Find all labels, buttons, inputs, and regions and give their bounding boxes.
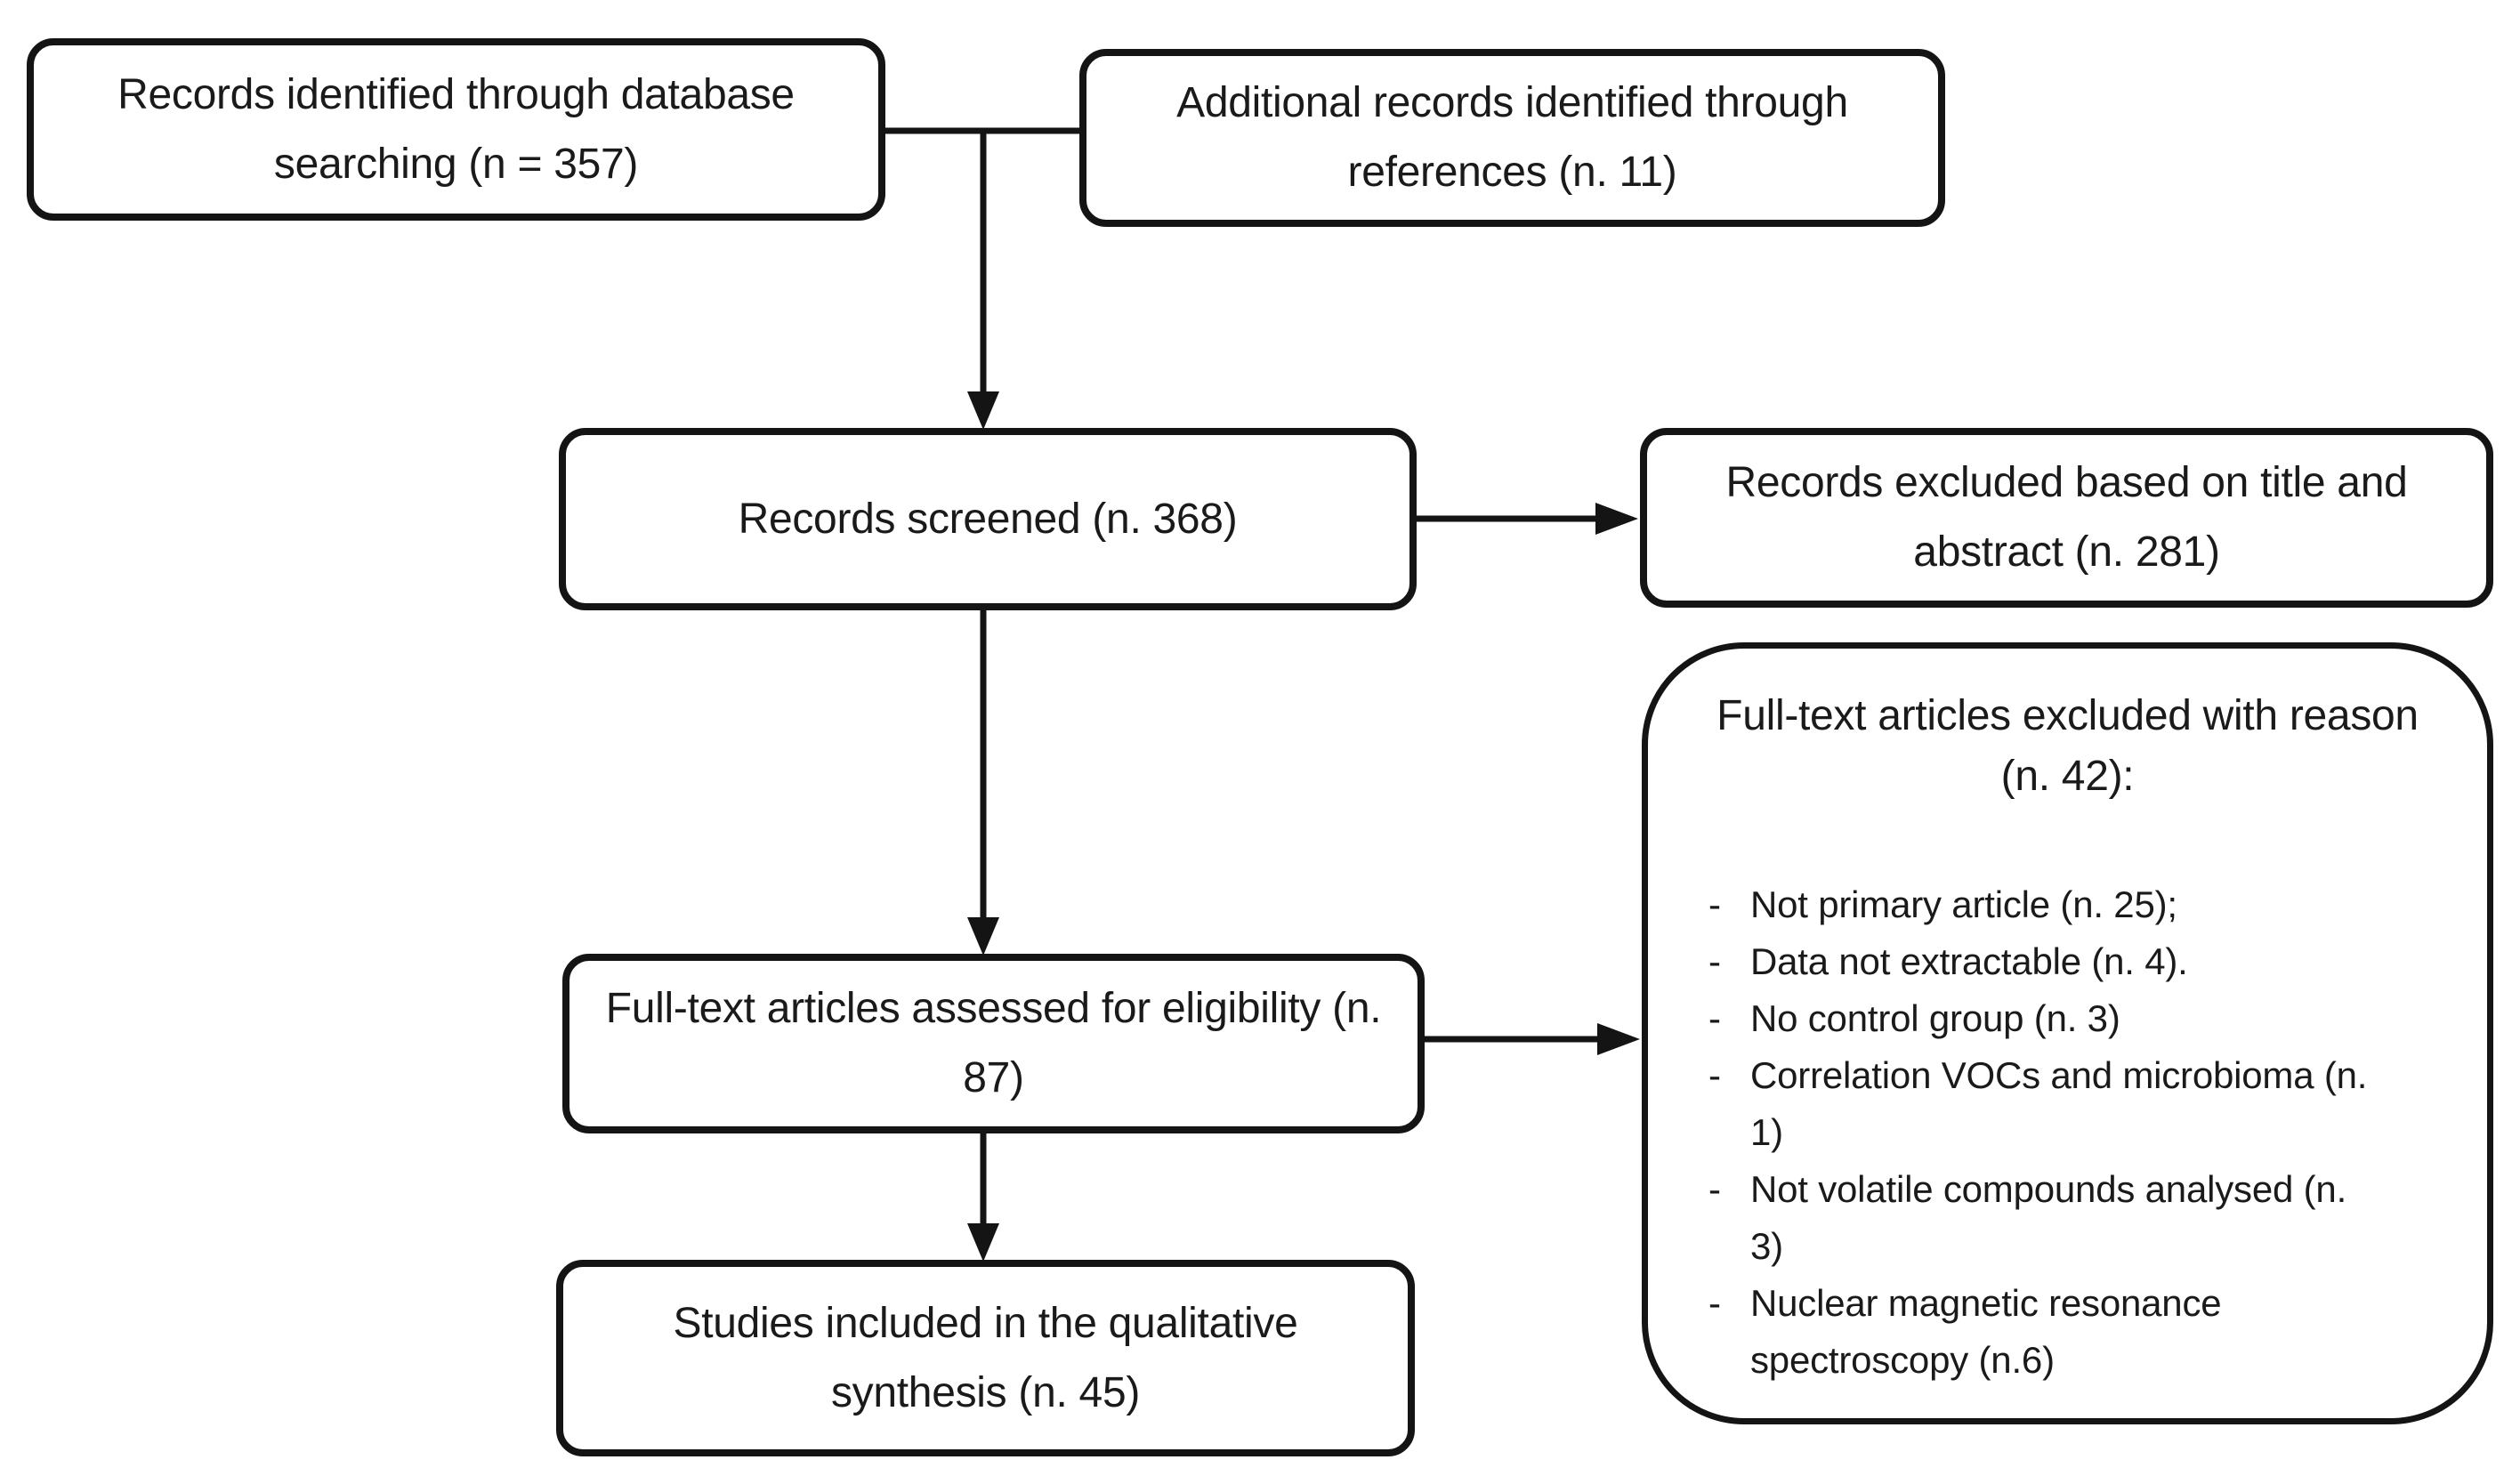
records-screened-label: Records screened (n. 368) — [738, 495, 1238, 543]
records-excluded-label: Records excluded based on title and abst… — [1725, 459, 2408, 576]
fulltext-assessed-label: Full-text articles assessed for eligibil… — [605, 985, 1382, 1101]
exclusion-item: - Not primary article (n. 25); — [1684, 876, 2373, 933]
dash-bullet: - — [1708, 997, 1721, 1039]
exclusion-item: - Correlation VOCs and microbioma (n. 1) — [1684, 1047, 2373, 1161]
exclusion-item-label: Not primary article (n. 25); — [1750, 883, 2177, 925]
additional-records-box: Additional records identified through re… — [1079, 49, 1945, 227]
records-screened-box: Records screened (n. 368) — [559, 428, 1417, 610]
studies-included-box: Studies included in the qualitative synt… — [556, 1260, 1415, 1456]
dash-bullet: - — [1708, 1054, 1721, 1096]
exclusion-item: - No control group (n. 3) — [1684, 990, 2373, 1047]
arrowhead-to-assessed — [967, 917, 999, 956]
exclusion-reason-list: - Not primary article (n. 25); - Data no… — [1684, 876, 2451, 1389]
arrowhead-to-included — [967, 1223, 999, 1262]
connector-identified-additional-to-screened — [885, 127, 1079, 396]
exclusion-item: - Not volatile compounds analysed (n. 3) — [1684, 1161, 2373, 1275]
dash-bullet: - — [1708, 883, 1721, 925]
exclusion-item-label: Correlation VOCs and microbioma (n. 1) — [1750, 1054, 2368, 1153]
dash-bullet: - — [1708, 1168, 1721, 1210]
arrowhead-to-screened — [967, 391, 999, 430]
dash-bullet: - — [1708, 940, 1721, 982]
exclusion-item-label: Data not extractable (n. 4). — [1750, 940, 2188, 982]
exclusion-item-label: Nuclear magnetic resonance spectroscopy … — [1750, 1282, 2222, 1381]
records-excluded-box: Records excluded based on title and abst… — [1640, 428, 2493, 608]
exclusion-item-label: Not volatile compounds analysed (n. 3) — [1750, 1168, 2347, 1267]
fulltext-excluded-title: Full-text articles excluded with reason … — [1716, 692, 2419, 800]
arrowhead-to-excluded-ta — [1595, 503, 1638, 535]
fulltext-assessed-box: Full-text articles assessed for eligibil… — [562, 954, 1425, 1133]
arrowhead-to-excluded-ft — [1597, 1023, 1640, 1055]
studies-included-label: Studies included in the qualitative synt… — [673, 1299, 1298, 1416]
additional-records-label: Additional records identified through re… — [1176, 79, 1848, 196]
dash-bullet: - — [1708, 1282, 1721, 1324]
records-identified-box: Records identified through database sear… — [27, 38, 885, 221]
exclusion-item: - Data not extractable (n. 4). — [1684, 933, 2373, 990]
exclusion-item: - Nuclear magnetic resonance spectroscop… — [1684, 1275, 2373, 1389]
fulltext-excluded-box: Full-text articles excluded with reason … — [1642, 642, 2493, 1424]
exclusion-item-label: No control group (n. 3) — [1750, 997, 2120, 1039]
records-identified-label: Records identified through database sear… — [117, 70, 795, 188]
